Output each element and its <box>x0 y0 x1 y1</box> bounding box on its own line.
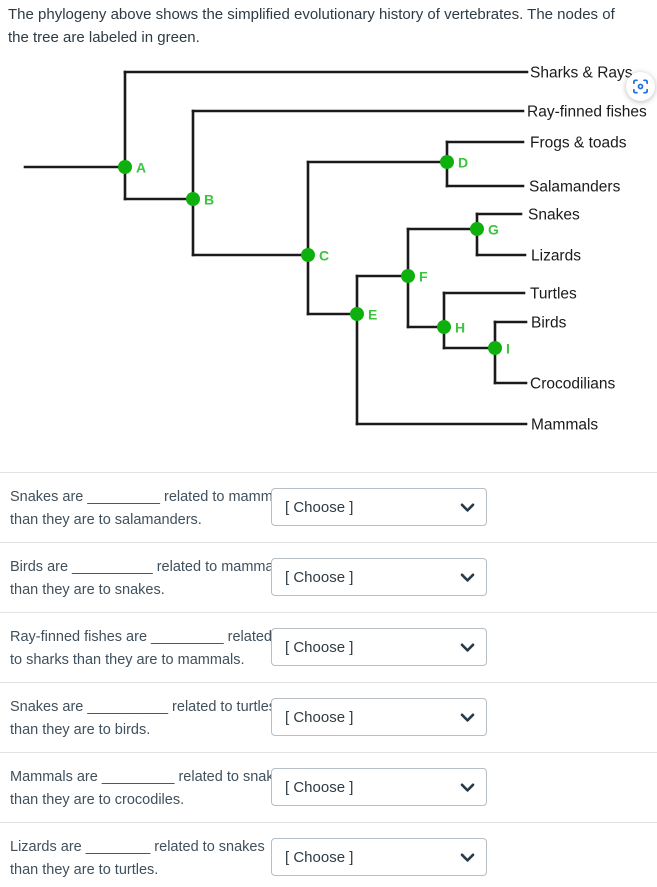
taxon-label: Sharks & Rays <box>530 65 633 82</box>
tree-node-label: G <box>488 222 499 238</box>
questions-list: Snakes are _________ related to mammals … <box>0 472 657 887</box>
question-text: Lizards are ________ related to snakes t… <box>10 836 274 882</box>
tree-node-dot <box>301 248 315 262</box>
question-text: Ray-finned fishes are _________ related … <box>10 626 274 672</box>
question-text: Snakes are __________ related to turtles… <box>10 696 277 742</box>
choose-dropdown-6[interactable]: [ Choose ] <box>271 838 487 876</box>
chevron-down-icon <box>460 783 475 792</box>
tree-node-dot <box>440 155 454 169</box>
question-row-4: Snakes are __________ related to turtles… <box>0 682 657 752</box>
tree-node-label: H <box>455 320 465 336</box>
chevron-down-icon <box>460 503 475 512</box>
question-text: Birds are __________ related to mammals … <box>10 556 285 602</box>
dropdown-value: [ Choose ] <box>285 708 354 726</box>
tree-node-dot <box>186 192 200 206</box>
chevron-down-icon <box>460 713 475 722</box>
choose-dropdown-5[interactable]: [ Choose ] <box>271 768 487 806</box>
tree-node-label: B <box>204 192 214 208</box>
scan-focus-icon-glyph <box>633 79 648 94</box>
dropdown-value: [ Choose ] <box>285 848 354 866</box>
tree-node-dot <box>488 341 502 355</box>
chevron-down-icon <box>460 853 475 862</box>
question-row-6: Lizards are ________ related to snakes t… <box>0 822 657 887</box>
choose-dropdown-4[interactable]: [ Choose ] <box>271 698 487 736</box>
question-line-2: to sharks than they are to mammals. <box>10 652 245 668</box>
taxon-label: Birds <box>531 315 567 332</box>
question-row-3: Ray-finned fishes are _________ related … <box>0 612 657 682</box>
question-row-5: Mammals are _________ related to snakes … <box>0 752 657 822</box>
taxon-label: Lizards <box>531 248 581 265</box>
taxon-label: Snakes <box>528 207 580 224</box>
taxon-label: Turtles <box>530 286 577 303</box>
taxon-label: Mammals <box>531 417 598 434</box>
taxon-label: Crocodilians <box>530 376 616 393</box>
question-row-2: Birds are __________ related to mammals … <box>0 542 657 612</box>
question-text: Snakes are _________ related to mammals … <box>10 486 292 532</box>
tree-node-dot <box>350 307 364 321</box>
tree-node-dot <box>470 222 484 236</box>
taxon-label: Frogs & toads <box>530 135 627 152</box>
question-line-2: than they are to crocodiles. <box>10 792 185 808</box>
choose-dropdown-1[interactable]: [ Choose ] <box>271 488 487 526</box>
dropdown-value: [ Choose ] <box>285 568 354 586</box>
question-line-1: Mammals are _________ related to snakes <box>10 769 289 785</box>
chevron-down-icon <box>460 573 475 582</box>
tree-node-dot <box>118 160 132 174</box>
question-line-1: Snakes are _________ related to mammals <box>10 489 292 505</box>
question-line-1: Lizards are ________ related to snakes <box>10 839 265 855</box>
question-line-1: Birds are __________ related to mammals <box>10 559 285 575</box>
tree-node-label: C <box>319 248 329 264</box>
dropdown-value: [ Choose ] <box>285 498 354 516</box>
question-line-1: Snakes are __________ related to turtles <box>10 699 277 715</box>
chevron-down-icon <box>460 643 475 652</box>
scan-focus-icon[interactable] <box>626 72 655 101</box>
taxon-label: Salamanders <box>529 179 621 196</box>
tree-node-dot <box>401 269 415 283</box>
question-line-2: than they are to turtles. <box>10 862 159 878</box>
question-line-1: Ray-finned fishes are _________ related <box>10 629 272 645</box>
taxon-label: Ray-finned fishes <box>527 104 647 121</box>
tree-node-label: E <box>368 307 377 323</box>
question-line-2: than they are to snakes. <box>10 582 165 598</box>
question-text: Mammals are _________ related to snakes … <box>10 766 289 812</box>
intro-line-2: the tree are labeled in green. <box>8 29 200 46</box>
tree-node-label: A <box>136 160 146 176</box>
dropdown-value: [ Choose ] <box>285 638 354 656</box>
tree-node-dot <box>437 320 451 334</box>
tree-node-label: D <box>458 155 468 171</box>
question-line-2: than they are to salamanders. <box>10 512 202 528</box>
question-line-2: than they are to birds. <box>10 722 151 738</box>
intro-text: The phylogeny above shows the simplified… <box>8 3 653 49</box>
dropdown-value: [ Choose ] <box>285 778 354 796</box>
choose-dropdown-2[interactable]: [ Choose ] <box>271 558 487 596</box>
tree-node-label: I <box>506 341 510 357</box>
intro-line-1: The phylogeny above shows the simplified… <box>8 6 615 23</box>
choose-dropdown-3[interactable]: [ Choose ] <box>271 628 487 666</box>
question-row-1: Snakes are _________ related to mammals … <box>0 472 657 542</box>
tree-node-label: F <box>419 269 428 285</box>
